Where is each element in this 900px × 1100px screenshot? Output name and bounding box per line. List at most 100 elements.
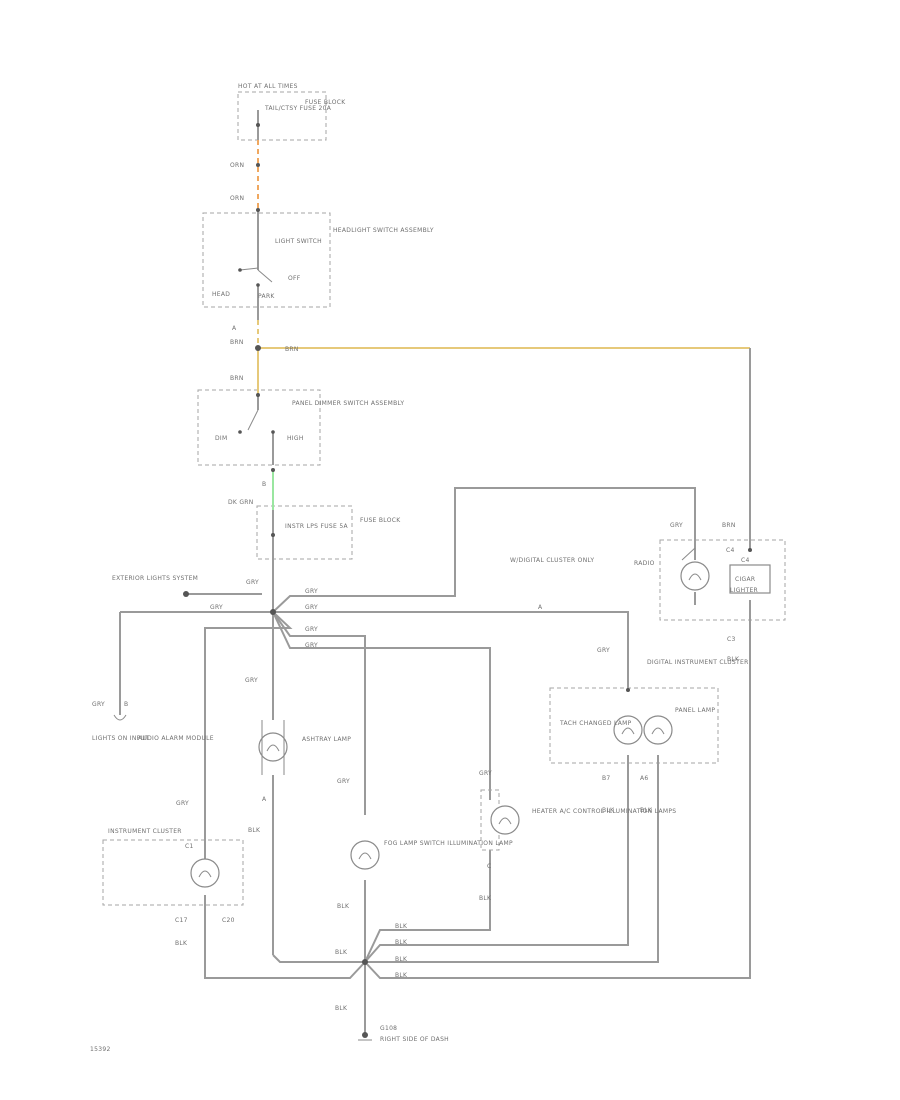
fuse-block-mid-name: FUSE BLOCK [360, 517, 401, 524]
blk-splice-label: BLK [335, 949, 348, 956]
blk-splice-label-4: BLK [395, 972, 408, 979]
blk-ground-label: BLK [335, 1005, 348, 1012]
blk-heater-label: BLK [479, 895, 492, 902]
tach-lamp-icon [613, 715, 643, 745]
brn-wire-label-1: BRN [230, 339, 244, 346]
headlight-switch-blade [239, 267, 273, 283]
gry-branch-2 [273, 611, 629, 690]
cigar-lighter-icon [729, 564, 771, 594]
headlight-switch-label: HEADLIGHT SWITCH ASSEMBLY [333, 227, 434, 234]
blk-a6-label: BLK [640, 807, 653, 814]
c20-label: C20 [222, 917, 235, 924]
b7-ground [364, 755, 629, 963]
orn-wire-label-2: ORN [230, 195, 244, 202]
blk-fog-label: BLK [337, 903, 350, 910]
ashtray-lamp-icon [258, 720, 288, 775]
connector-dot [626, 688, 630, 692]
c1-label: C1 [185, 843, 194, 850]
b7-label: B7 [602, 775, 611, 782]
panel-lamp-icon [643, 715, 673, 745]
connector-dot [255, 345, 261, 351]
tail-fuse-label: TAIL/CTSY FUSE 20A [264, 105, 332, 112]
gry-branch-label-1: GRY [305, 588, 318, 595]
gry-instr-label: GRY [176, 800, 189, 807]
brn-radio-label: BRN [722, 522, 736, 529]
a-ashtray-label: A [262, 796, 267, 803]
lights-on-input-icon [113, 714, 127, 721]
ground-label: G108 [380, 1025, 397, 1032]
c3-label: C3 [727, 636, 736, 643]
ground-splice-dot [362, 959, 368, 965]
gry-branch-label-4: GRY [305, 642, 318, 649]
heater-lamp-icon [480, 789, 520, 851]
light-switch-label: LIGHT SWITCH [275, 238, 322, 245]
orn-wire-label-1: ORN [230, 162, 244, 169]
fog-lamp-label: FOG LAMP SWITCH ILLUMINATION LAMP [384, 840, 513, 847]
high-label: HIGH [287, 435, 304, 442]
ground-location-label: RIGHT SIDE OF DASH [380, 1036, 449, 1043]
a6-label: A6 [640, 775, 649, 782]
audio-alarm-label: AUDIO ALARM MODULE [138, 735, 214, 742]
switch-contact [238, 430, 242, 434]
gry-branch-4 [272, 611, 366, 815]
cigar-ground [364, 600, 751, 979]
gry-branch-3 [204, 611, 293, 860]
instr-cluster-label: INSTRUMENT CLUSTER [108, 828, 182, 835]
blk-b7-label: BLK [602, 807, 615, 814]
connector-dot [271, 533, 275, 537]
switch-contact [271, 430, 275, 434]
blk-splice-label-2: BLK [395, 939, 408, 946]
a-connector-label: A [232, 325, 237, 332]
gry-branch-label-2: GRY [305, 604, 318, 611]
fuse-block-top-name: FUSE BLOCK [305, 99, 346, 106]
instr-lamp-icon [190, 858, 220, 888]
gry-branch-5 [272, 611, 491, 800]
dimmer-switch-blade [247, 409, 259, 431]
digital-instr-label: DIGITAL INSTRUMENT CLUSTER [647, 659, 749, 666]
gry-left-label: GRY [210, 604, 223, 611]
panel-lamp-label: PANEL LAMP [675, 707, 715, 714]
instr-ground [204, 895, 366, 979]
gry-radio-label: GRY [670, 522, 683, 529]
connector-dot [256, 208, 260, 212]
a6-ground [365, 755, 659, 963]
headlight-switch-box [202, 212, 331, 308]
radio-label: RADIO [634, 560, 655, 567]
brn-run-label: BRN [285, 346, 299, 353]
off-label: OFF [288, 275, 301, 282]
panel-dimmer-label: PANEL DIMMER SWITCH ASSEMBLY [292, 400, 404, 407]
park-label: PARK [258, 293, 275, 300]
dim-label: DIM [215, 435, 227, 442]
c4-box-label: C4 [741, 557, 750, 564]
fog-lamp-icon [350, 840, 380, 870]
ashtray-ground [272, 954, 365, 963]
connector-dot [271, 468, 275, 472]
b-connector-label: B [262, 481, 266, 488]
blk-splice-label-3: BLK [395, 956, 408, 963]
connector-dot [748, 548, 752, 552]
radio-lamp-icon [680, 561, 710, 591]
heater-ground [364, 850, 491, 963]
b-lights-on-label: B [124, 701, 128, 708]
c-heater-label: C [487, 863, 492, 870]
heater-label: HEATER A/C CONTROL ILLUMINATION LAMPS [532, 808, 676, 815]
exterior-lights-label: EXTERIOR LIGHTS SYSTEM [112, 575, 198, 582]
splice-dot [270, 609, 276, 615]
connector-dot [256, 393, 260, 397]
instrument-cluster-box [102, 839, 244, 906]
blk-splice-label-1: BLK [395, 923, 408, 930]
hot-at-all-times-label: HOT AT ALL TIMES [238, 83, 298, 90]
blk-c3-label: BLK [727, 656, 740, 663]
lighter-label: LIGHTER [730, 587, 758, 594]
ext-lights-dot [183, 591, 189, 597]
connector-dot [256, 123, 260, 127]
radio-switch-blade [681, 547, 696, 561]
blk-ashtray-label: BLK [248, 827, 261, 834]
gry-ashtray-label: GRY [245, 677, 258, 684]
gry-branch-1 [272, 487, 696, 613]
lights-on-input-label: LIGHTS ON INPUT [92, 735, 149, 742]
a-small-label: A [538, 604, 543, 611]
gry-fog-label: GRY [337, 778, 350, 785]
ground-point-dot [362, 1032, 368, 1038]
